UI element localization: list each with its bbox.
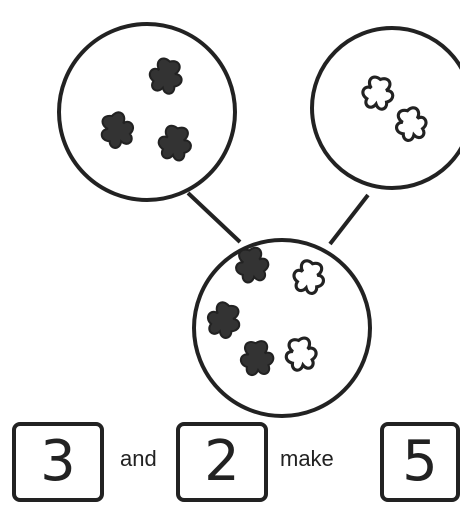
addend-1-value: 3 xyxy=(40,429,76,494)
addend-2-box: 2 xyxy=(176,422,268,502)
total-box: 5 xyxy=(380,422,460,502)
connector-left xyxy=(186,191,242,244)
total-value: 5 xyxy=(402,429,438,494)
addend-1-box: 3 xyxy=(12,422,104,502)
addend-2-value: 2 xyxy=(204,429,240,494)
make-label: make xyxy=(280,446,334,471)
and-label: and xyxy=(120,446,157,471)
whole-circle xyxy=(192,238,372,418)
part-circle-left xyxy=(57,22,237,202)
connector-right xyxy=(328,193,370,246)
